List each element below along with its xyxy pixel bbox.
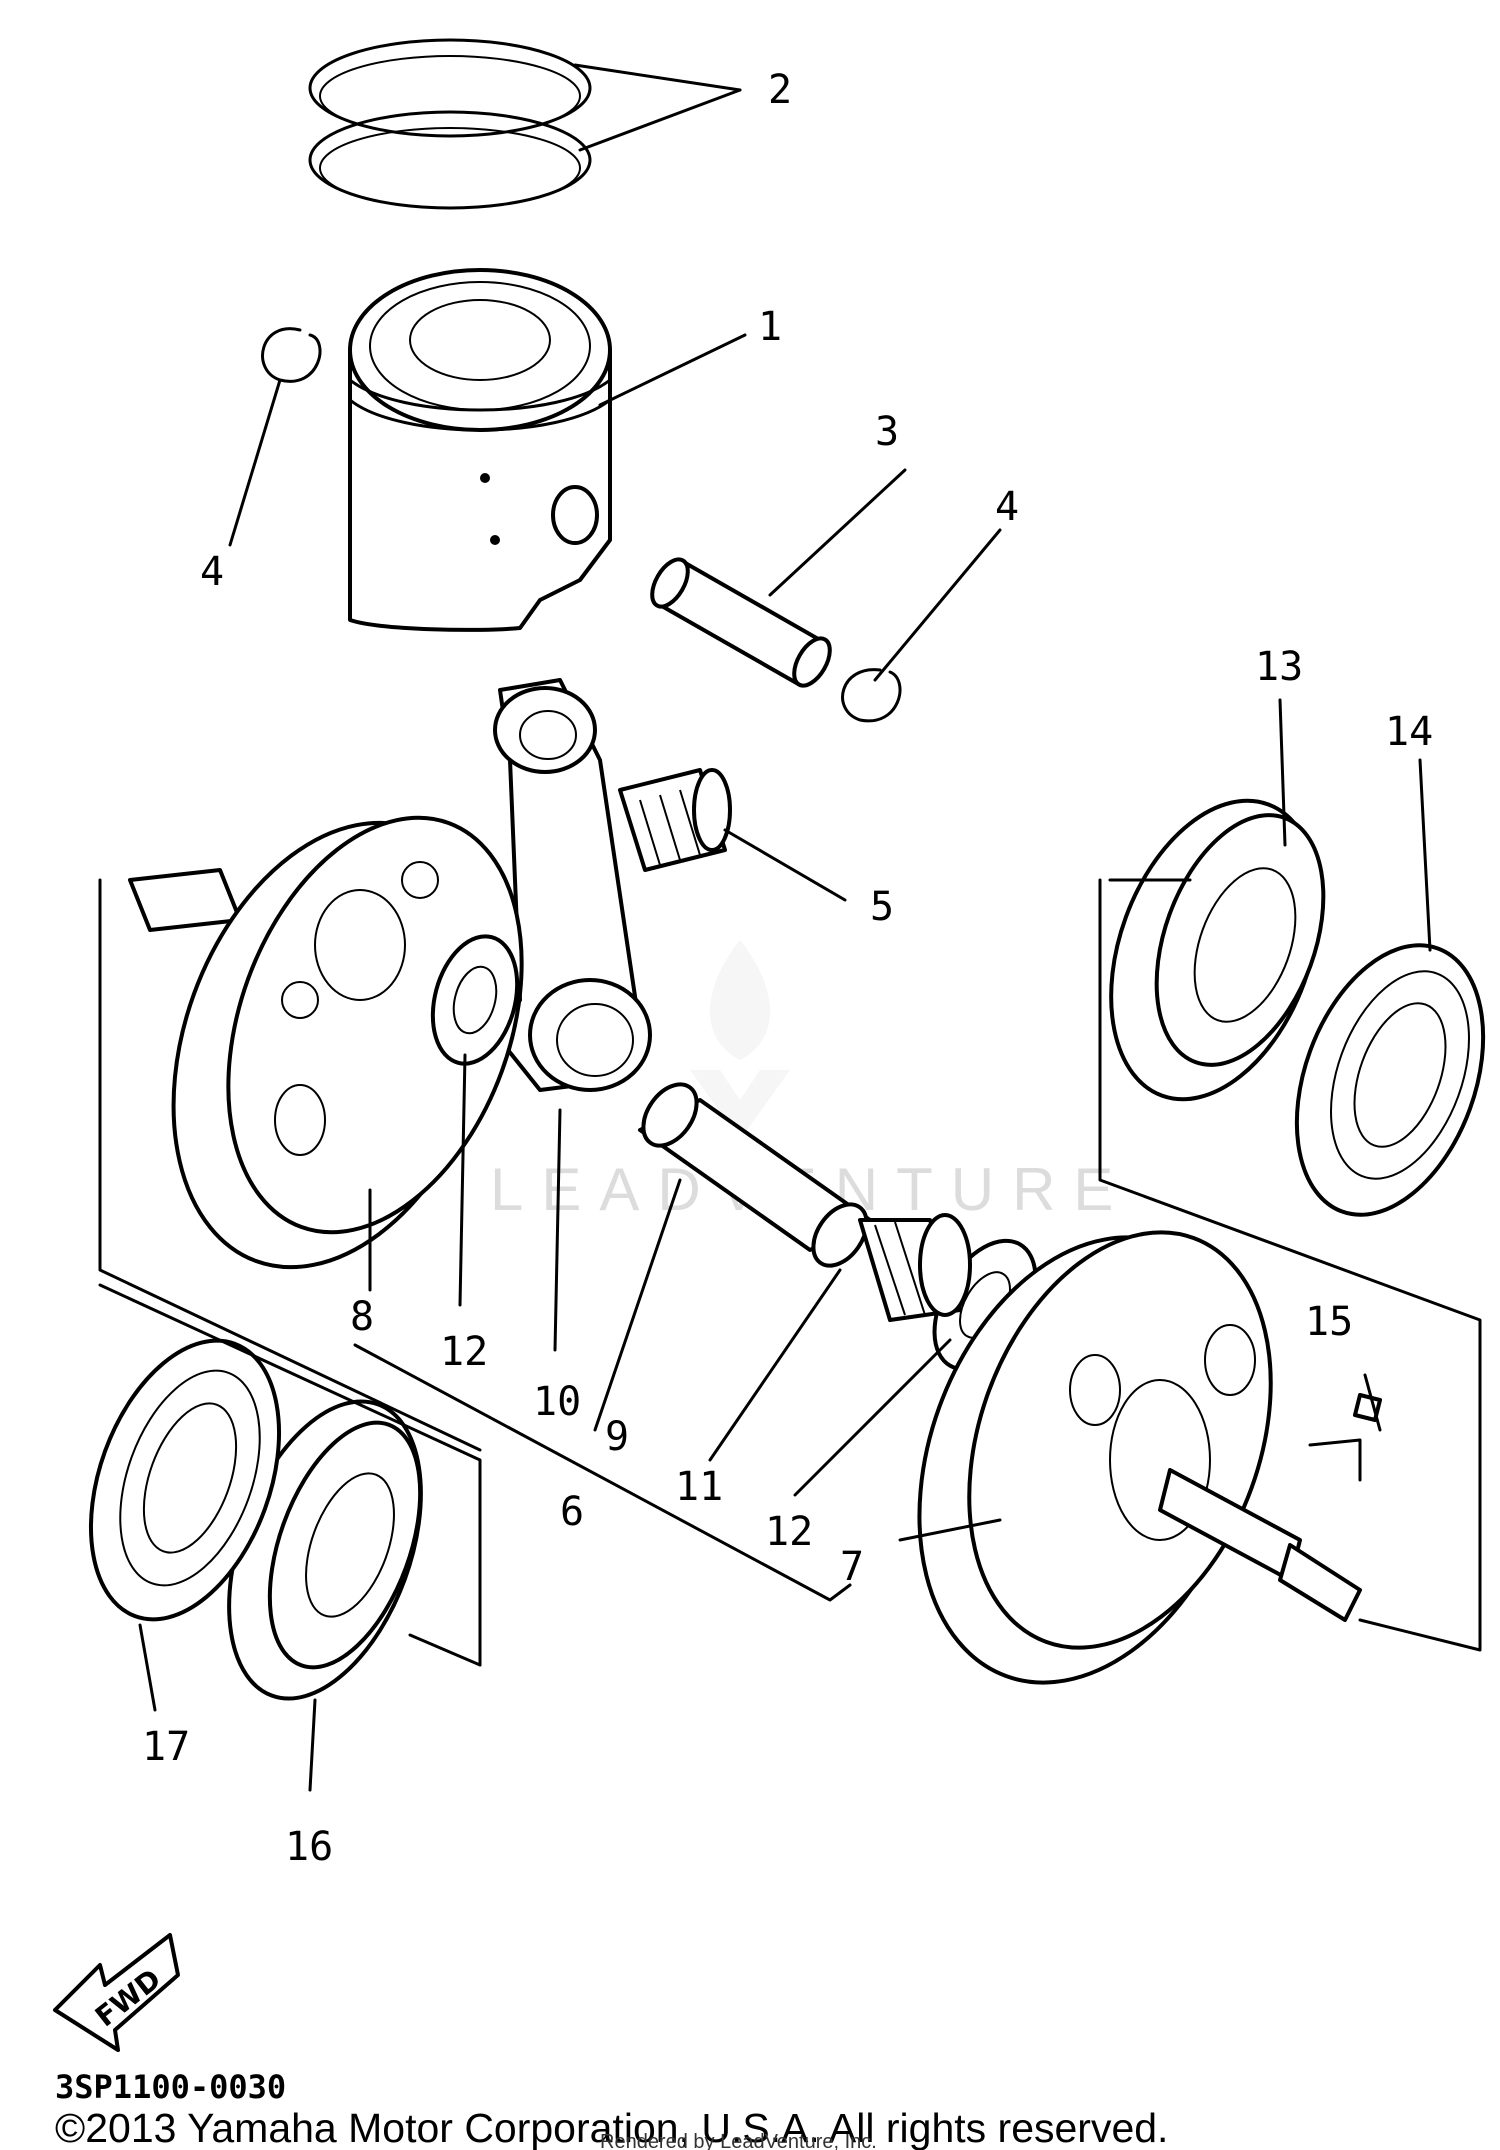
callout-4-right: 4 xyxy=(995,484,1019,530)
thrust-washer-left-part xyxy=(430,934,520,1066)
assembly-brackets xyxy=(98,878,1482,1667)
woodruff-key-part xyxy=(1353,1393,1382,1422)
crank-pin-part xyxy=(638,1082,872,1268)
rendered-by-text: Rendered by LeadVenture, Inc. xyxy=(600,2131,877,2150)
callout-10: 10 xyxy=(533,1379,581,1425)
callout-16: 16 xyxy=(285,1824,333,1870)
circlip-left-part xyxy=(261,327,322,383)
diagram-code: 3SP1100-0030 xyxy=(55,2068,286,2106)
callout-14: 14 xyxy=(1385,709,1433,755)
oil-seal-right-part xyxy=(1294,943,1486,1217)
callouts: 2 1 3 4 4 5 13 14 8 12 10 9 6 11 12 7 15… xyxy=(142,67,1433,1870)
bearing-right-part xyxy=(1109,798,1326,1102)
callout-1: 1 xyxy=(758,304,782,350)
oil-seal-left-part xyxy=(88,1338,282,1622)
callout-15: 15 xyxy=(1305,1299,1353,1345)
circlip-right-part xyxy=(841,668,902,723)
copyright-text: ©2013 Yamaha Motor Corporation, U.S.A. A… xyxy=(55,2105,1168,2150)
piston-part xyxy=(348,268,612,632)
callout-12-right: 12 xyxy=(765,1509,813,1555)
callout-6: 6 xyxy=(560,1489,584,1535)
connecting-rod-part xyxy=(493,678,652,1092)
crank-web-right-part xyxy=(917,1230,1362,1685)
callout-8: 8 xyxy=(350,1294,374,1340)
bearing-left-part xyxy=(227,1399,423,1701)
piston-pin-part xyxy=(650,557,832,688)
callout-17: 17 xyxy=(142,1724,190,1770)
callout-2: 2 xyxy=(768,67,792,113)
callout-13: 13 xyxy=(1255,644,1303,690)
callout-11: 11 xyxy=(675,1464,723,1510)
watermark-logo-icon xyxy=(690,940,790,1140)
callout-7: 7 xyxy=(840,1544,864,1590)
big-end-bearing-part xyxy=(858,1213,972,1322)
callout-9: 9 xyxy=(605,1414,629,1460)
callout-12-left: 12 xyxy=(440,1329,488,1375)
piston-rings-part xyxy=(308,38,592,210)
callout-3: 3 xyxy=(875,409,899,455)
small-end-bearing-part xyxy=(618,768,732,872)
fwd-arrow-icon: FWD xyxy=(53,1933,180,2052)
callout-4-left: 4 xyxy=(200,549,224,595)
leader-lines xyxy=(138,63,1432,1792)
callout-5: 5 xyxy=(870,884,894,930)
crank-web-left-part xyxy=(128,815,524,1270)
